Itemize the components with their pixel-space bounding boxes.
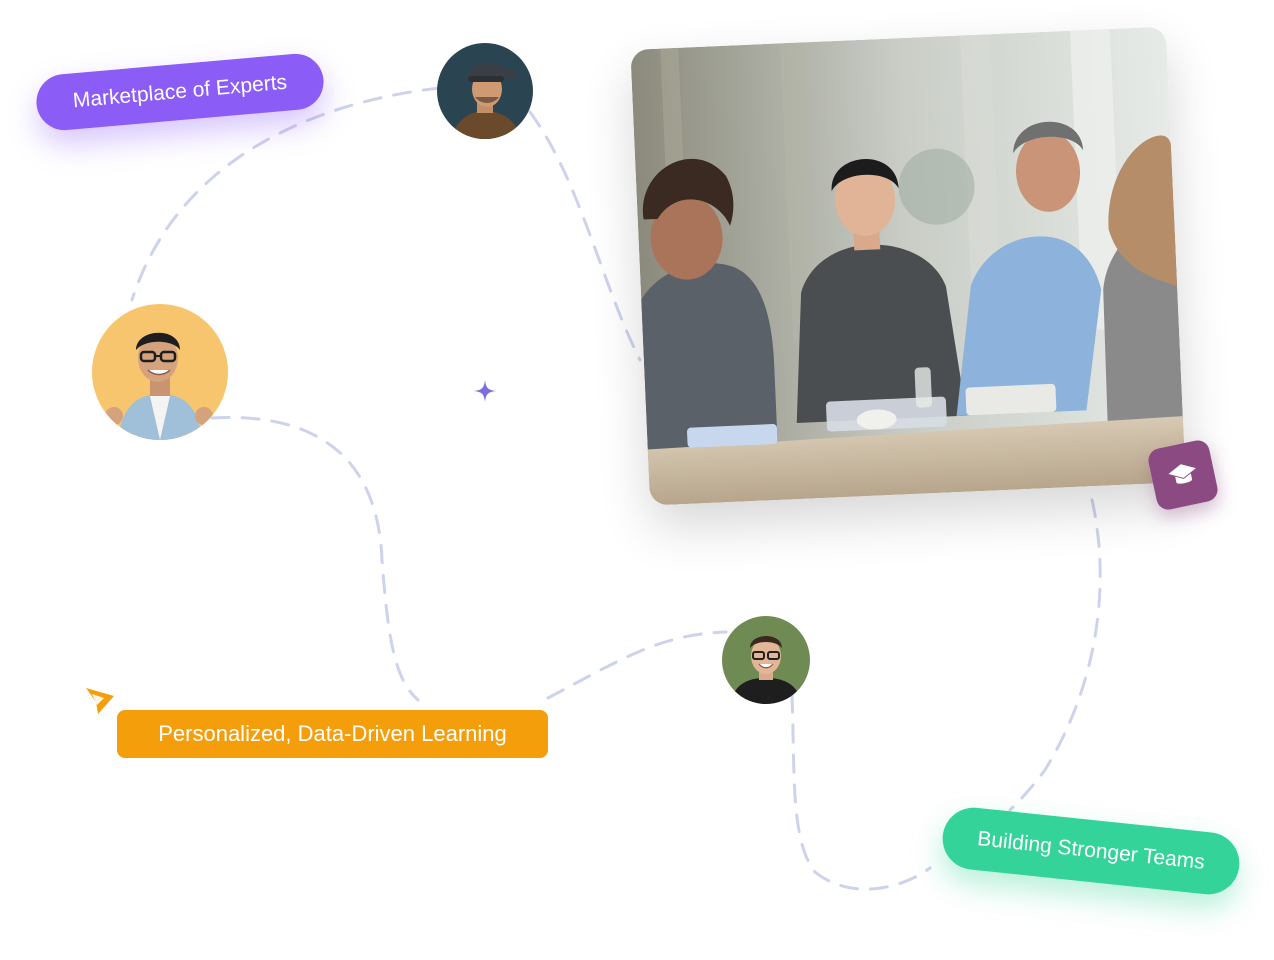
- connector-right: [1008, 498, 1102, 812]
- expert-avatar-cap: [437, 43, 533, 139]
- connector-top: [130, 86, 442, 302]
- connector-bottom-loop: [790, 693, 932, 891]
- connector-bottom: [546, 630, 728, 700]
- expert-avatar-hoodie: [722, 616, 810, 704]
- personalized-learning-label: Personalized, Data-Driven Learning: [117, 710, 548, 758]
- connector-middle: [210, 416, 420, 702]
- expert-avatar-glasses: [92, 304, 228, 440]
- marketplace-label-text: Marketplace of Experts: [71, 70, 288, 113]
- graduation-cap-icon: [1168, 464, 1196, 484]
- cursor-arrow-icon: [86, 688, 114, 714]
- sparkle-icon: [474, 380, 496, 402]
- graduation-cap-badge: [1146, 438, 1220, 512]
- teams-label-text: Building Stronger Teams: [976, 827, 1206, 874]
- personalized-label-text: Personalized, Data-Driven Learning: [158, 721, 507, 746]
- team-meeting-photo: [630, 26, 1186, 506]
- connector-top-right: [528, 110, 642, 362]
